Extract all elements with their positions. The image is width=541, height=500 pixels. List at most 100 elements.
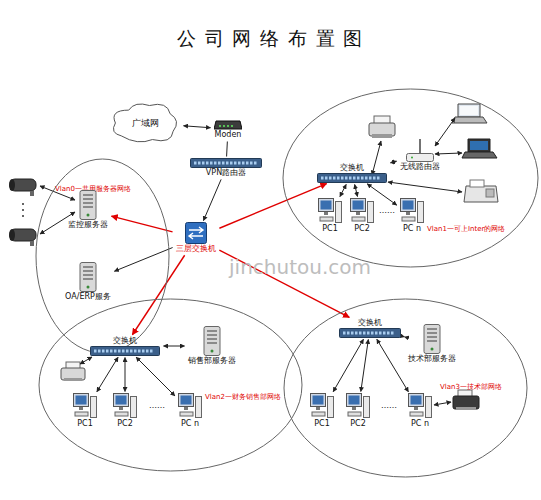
switch-node: 交换机 xyxy=(337,318,403,338)
switch-icon xyxy=(317,173,387,183)
server-icon xyxy=(77,190,99,220)
device-label: 无线路由器 xyxy=(398,162,442,172)
device-label: PC2 xyxy=(348,224,376,234)
wifi-node: 无线路由器 xyxy=(398,138,442,172)
laptop-icon xyxy=(452,104,487,123)
modem-node: Moden xyxy=(212,118,244,140)
device-label: PC2 xyxy=(111,419,139,429)
network-link xyxy=(333,339,363,391)
network-link xyxy=(377,339,409,391)
server-icon xyxy=(421,324,443,354)
pc-icon xyxy=(178,393,202,419)
device-label: PC1 xyxy=(71,419,99,429)
pc-node: PC2 xyxy=(344,393,372,429)
device-label: PC n xyxy=(406,419,434,429)
camera-icon xyxy=(9,229,36,246)
core-node: 三层交换机 xyxy=(174,222,218,254)
server-icon xyxy=(77,262,99,292)
wan-cloud: 广域网 xyxy=(108,100,182,146)
ellipsis-dots xyxy=(22,203,24,217)
fax-icon xyxy=(464,180,498,202)
network-link xyxy=(183,126,210,128)
device-label: 三层交换机 xyxy=(174,244,218,254)
device-label: PC n xyxy=(176,419,204,429)
printer-icon xyxy=(61,362,85,381)
pc-icon xyxy=(400,198,424,224)
wireless-link xyxy=(435,118,455,146)
fax-cable xyxy=(388,182,462,192)
network-link xyxy=(340,184,346,196)
laptop-icon xyxy=(462,139,497,158)
ellipsis-label: …… xyxy=(149,401,165,411)
wifi-icon xyxy=(406,138,434,162)
pc-icon xyxy=(310,393,334,419)
vlan-label: Vlan3一技术部网络 xyxy=(440,383,502,392)
server-node: 销售部服务器 xyxy=(186,326,238,366)
network-link xyxy=(355,184,358,196)
watermark: jinchutou.com xyxy=(229,255,371,279)
server-node: 技术部服务器 xyxy=(406,324,458,364)
server-icon xyxy=(201,326,223,356)
network-link xyxy=(97,357,118,391)
pc-node: PC1 xyxy=(71,393,99,429)
server-node: 监控服务器 xyxy=(66,190,110,230)
network-link xyxy=(361,339,369,391)
pc-node: PC2 xyxy=(111,393,139,429)
network-link xyxy=(203,179,221,220)
network-link xyxy=(111,216,172,232)
switch-icon xyxy=(90,346,160,356)
ellipsis-label: …… xyxy=(381,401,397,411)
device-label: 广域网 xyxy=(132,118,159,128)
network-link xyxy=(390,161,396,163)
wireless-link xyxy=(435,153,462,154)
network-link xyxy=(226,141,228,156)
switch-icon xyxy=(190,158,262,168)
network-link xyxy=(404,336,405,337)
network-link xyxy=(114,248,172,272)
device-label: 交换机 xyxy=(88,336,162,346)
pc-node: PC1 xyxy=(316,198,344,234)
printer-icon xyxy=(453,390,479,410)
device-label: VPN路由器 xyxy=(188,168,264,178)
device-label: PC n xyxy=(398,224,426,234)
device-label: Moden xyxy=(212,130,244,140)
device-label: 技术部服务器 xyxy=(406,354,458,364)
modem-icon xyxy=(214,118,242,130)
vlan-label: Vlan2一财务销售部网络 xyxy=(205,393,281,402)
pc-icon xyxy=(318,198,342,224)
vlan-region: Vlan1一可上Inter的网络 交换机无线路由器 PC1 PC2 PC n xyxy=(282,88,539,268)
pc-node: PC n xyxy=(406,393,434,429)
pc-node: PC n xyxy=(398,198,426,234)
pc-icon xyxy=(346,393,370,419)
vlan-region: Vlan2一财务销售部网络 交换机 销售部服务器 PC1 PC2 PC n xyxy=(38,298,303,472)
device-label: 监控服务器 xyxy=(66,220,110,230)
pc-node: PC1 xyxy=(308,393,336,429)
pc-node: PC2 xyxy=(348,198,376,234)
region-outline xyxy=(38,298,303,472)
printer-icon xyxy=(369,116,395,138)
switch-node: 交换机 xyxy=(315,163,389,183)
network-link xyxy=(125,358,126,392)
device-label: OA/ERP服务 xyxy=(63,292,113,302)
diagram-title: 公 司 网 络 布 置 图 xyxy=(0,26,541,52)
vlan-region: Vlan0一共用服务器网络监控服务器OA/ERP服务 xyxy=(35,158,170,354)
device-label: 交换机 xyxy=(315,163,389,173)
pc-icon xyxy=(113,393,137,419)
ellipsis-label: …… xyxy=(379,206,395,216)
switch-icon xyxy=(339,328,401,338)
network-link xyxy=(136,357,175,396)
network-link xyxy=(164,346,185,347)
printer-cable xyxy=(434,402,451,405)
camera-icon xyxy=(9,179,36,196)
device-label: 交换机 xyxy=(337,318,403,328)
vlan-region: Vlan3一技术部网络 交换机技术部服务器 PC1 PC2 PC n xyxy=(283,298,528,478)
network-link xyxy=(219,184,326,229)
pc-node: PC n xyxy=(176,393,204,429)
server-node: OA/ERP服务 xyxy=(63,262,113,302)
pc-icon xyxy=(350,198,374,224)
vlan-label: Vlan1一可上Inter的网络 xyxy=(427,225,505,234)
switch-node: 交换机 xyxy=(88,336,162,356)
device-label: PC1 xyxy=(316,224,344,234)
